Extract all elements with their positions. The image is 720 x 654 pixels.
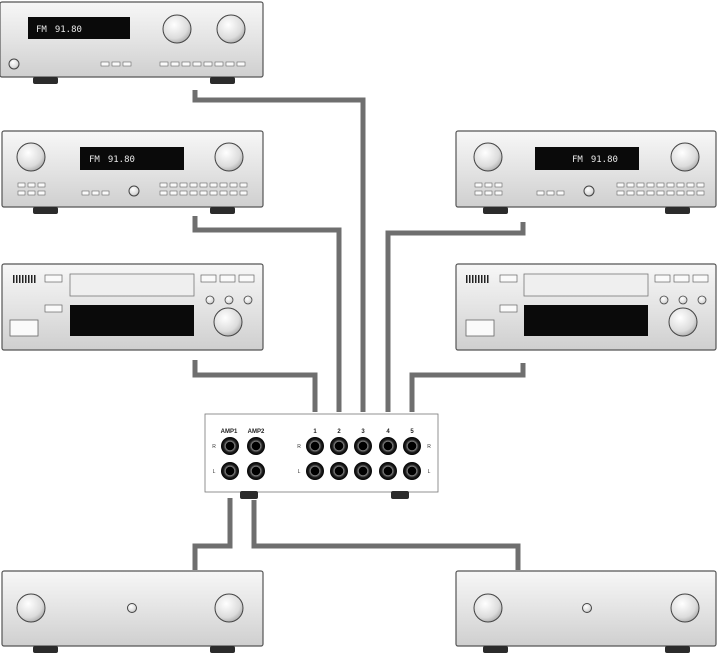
display-screen bbox=[70, 305, 194, 336]
cables bbox=[192, 90, 526, 570]
volume-knob-icon bbox=[670, 593, 700, 623]
input-right-channel-label-right: R bbox=[427, 444, 431, 450]
input-3-label: 3 bbox=[361, 429, 365, 435]
display-frequency: 91.80 bbox=[591, 155, 618, 165]
input-3-right-jack bbox=[354, 437, 372, 455]
input-5-right-jack bbox=[403, 437, 421, 455]
disc-tray bbox=[523, 273, 649, 297]
power-button-icon bbox=[582, 603, 592, 613]
cable-receiver-right-to-input-4 bbox=[385, 222, 526, 412]
amp2-right-jack bbox=[247, 437, 265, 455]
volume-knob-icon bbox=[214, 593, 244, 623]
input-knob-icon bbox=[473, 142, 503, 172]
logo-bars-icon bbox=[13, 275, 36, 283]
amp1-right-jack bbox=[221, 437, 239, 455]
input-4-left-jack bbox=[379, 462, 397, 480]
display-band: FM bbox=[36, 25, 47, 35]
input-1-left-jack bbox=[306, 462, 324, 480]
input-knob-icon bbox=[16, 142, 46, 172]
amp1-label: AMP1 bbox=[221, 429, 238, 435]
input-knob-icon bbox=[162, 14, 192, 44]
volume-knob-icon bbox=[670, 142, 700, 172]
receiver-left: FM 91.80 bbox=[1, 130, 264, 214]
display-band: FM bbox=[89, 155, 100, 165]
input-knob-icon bbox=[16, 593, 46, 623]
cd-player-right bbox=[455, 263, 717, 351]
disc-tray bbox=[69, 273, 195, 297]
amp1-left-jack bbox=[221, 462, 239, 480]
display-frequency: 91.80 bbox=[108, 155, 135, 165]
cable-receiver-left-to-input-2 bbox=[192, 216, 342, 412]
cable-amp1-to-amplifier-left bbox=[192, 498, 233, 570]
input-2-right-jack bbox=[330, 437, 348, 455]
cable-amp2-to-amplifier-right bbox=[251, 500, 521, 570]
display-screen bbox=[28, 17, 130, 39]
cd-player-left bbox=[1, 263, 264, 351]
receiver-right: FM 91.80 bbox=[455, 130, 717, 214]
input-4-right-jack bbox=[379, 437, 397, 455]
display-screen bbox=[535, 147, 639, 170]
power-button-icon bbox=[127, 603, 137, 613]
amp2-label: AMP2 bbox=[248, 429, 265, 435]
volume-knob-icon bbox=[216, 14, 246, 44]
jog-knob-icon bbox=[213, 307, 243, 337]
input-2-left-jack bbox=[330, 462, 348, 480]
speaker-switch-box: AMP1 AMP2 1 2 3 4 5 R L R L R L bbox=[204, 413, 439, 499]
power-button-icon bbox=[8, 58, 20, 70]
display-frequency: 91.80 bbox=[55, 25, 82, 35]
logo-bars-icon bbox=[466, 275, 489, 283]
amp-left-channel-label: L bbox=[213, 469, 216, 475]
input-1-right-jack bbox=[306, 437, 324, 455]
amplifier-right bbox=[455, 570, 717, 653]
input-left-channel-label-right: L bbox=[428, 469, 431, 475]
input-3-left-jack bbox=[354, 462, 372, 480]
rca-jacks bbox=[221, 437, 421, 480]
input-2-label: 2 bbox=[337, 429, 341, 435]
input-5-label: 5 bbox=[410, 429, 414, 435]
display-band: FM bbox=[572, 155, 583, 165]
cable-cd-left-to-input-1 bbox=[192, 360, 318, 412]
volume-knob-icon bbox=[214, 142, 244, 172]
power-button-icon bbox=[583, 185, 595, 197]
input-knob-icon bbox=[473, 593, 503, 623]
power-button-icon bbox=[128, 185, 140, 197]
amp-right-channel-label: R bbox=[212, 444, 216, 450]
input-left-channel-label-left: L bbox=[298, 469, 301, 475]
input-5-left-jack bbox=[403, 462, 421, 480]
display-screen bbox=[80, 147, 184, 170]
jog-knob-icon bbox=[668, 307, 698, 337]
input-right-channel-label-left: R bbox=[297, 444, 301, 450]
cable-cd-right-to-input-5 bbox=[409, 363, 526, 412]
display-screen bbox=[524, 305, 648, 336]
amp2-left-jack bbox=[247, 462, 265, 480]
cable-receiver-top-to-input-3 bbox=[192, 90, 366, 412]
input-4-label: 4 bbox=[386, 429, 390, 435]
amplifier-left bbox=[1, 570, 264, 653]
receiver-top: FM 91.80 bbox=[0, 1, 264, 84]
input-1-label: 1 bbox=[313, 429, 317, 435]
